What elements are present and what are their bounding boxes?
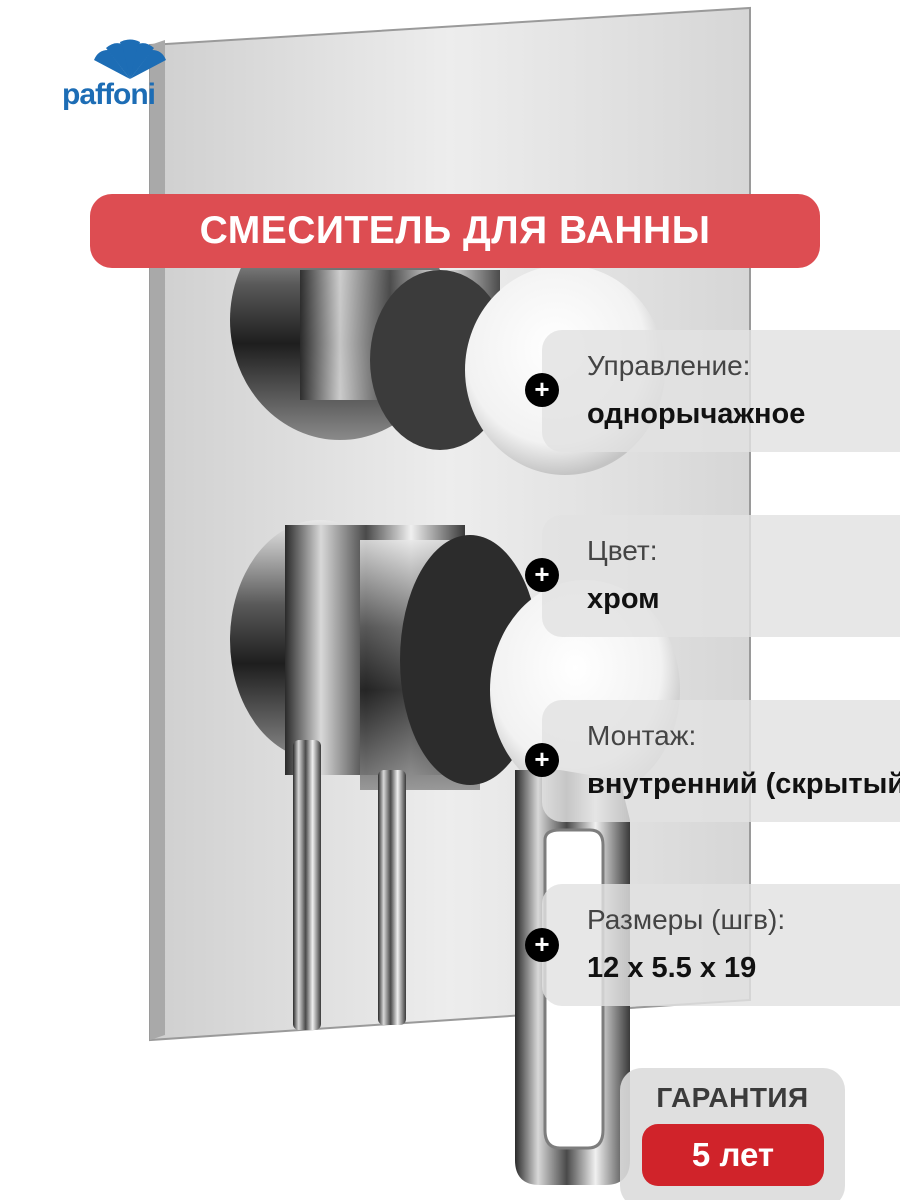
plus-circle-icon[interactable]: + [525,373,559,407]
plus-circle-icon[interactable]: + [525,928,559,962]
spec-value: однорычажное [587,398,806,430]
brand-logo-text: paffoni [62,78,156,111]
plus-circle-icon[interactable]: + [525,743,559,777]
warranty-badge: ГАРАНТИЯ 5 лет [620,1068,845,1200]
spec-value: внутренний (скрытый) [587,768,900,800]
plus-circle-icon[interactable]: + [525,558,559,592]
product-title-banner: СМЕСИТЕЛЬ ДЛЯ ВАННЫ [90,194,820,268]
warranty-label: ГАРАНТИЯ [656,1082,809,1113]
spec-value: 12 x 5.5 x 19 [587,952,757,984]
warranty-value: 5 лет [642,1124,824,1186]
spec-label: Размеры (шгв): [587,904,786,935]
spec-dimensions: Размеры (шгв): 12 x 5.5 x 19 [542,884,900,1006]
spec-label: Монтаж: [587,720,697,751]
spec-value: хром [587,583,660,615]
spec-control: Управление: однорычажное [542,330,900,452]
spec-label: Управление: [587,350,751,381]
spec-label: Цвет: [587,535,658,566]
spec-color: Цвет: хром [542,515,900,637]
spec-mounting: Монтаж: внутренний (скрытый) [542,700,900,822]
fan-logo-icon [94,39,166,79]
